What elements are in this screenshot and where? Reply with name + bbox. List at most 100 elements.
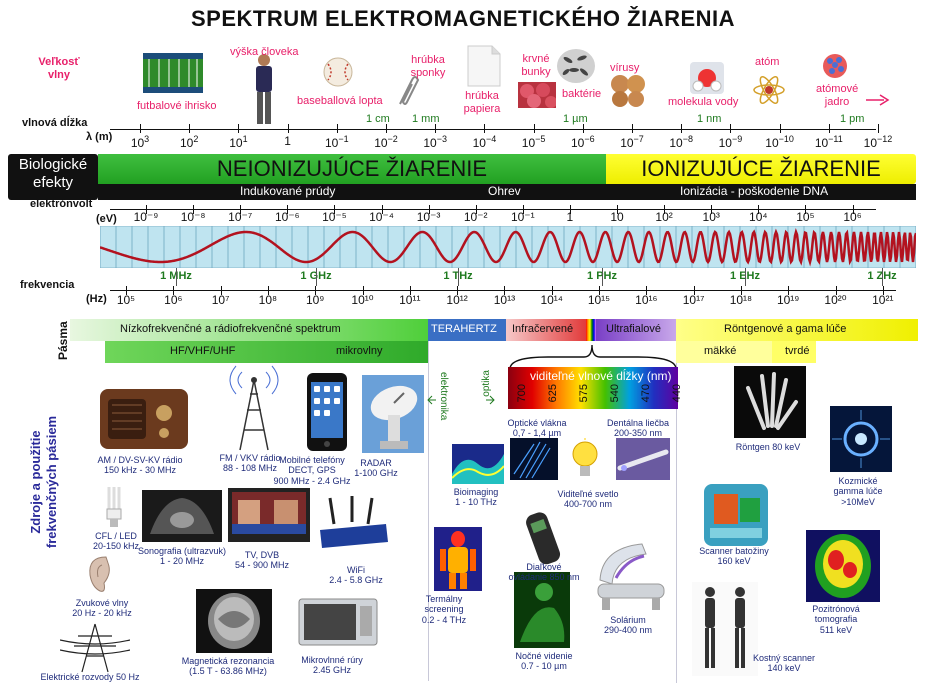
wavelength-tick	[878, 124, 879, 133]
power-pylon-icon	[60, 623, 130, 673]
xgamma-band	[676, 319, 918, 341]
visible-tick-label: 625	[547, 384, 559, 403]
wavelength-tick	[828, 124, 830, 133]
wavelength-tick-label: 10−10	[765, 134, 794, 150]
frequency-tick	[362, 286, 364, 295]
source-label-line: Magnetická rezonancia	[181, 656, 275, 666]
xray-hand-icon	[734, 366, 806, 438]
source-label-line: screening	[424, 604, 464, 615]
frequency-mark-line	[745, 268, 746, 286]
size-label-atom: atóm	[755, 56, 780, 68]
source-label-line: DECT, GPS	[288, 465, 336, 476]
wavelength-tick-label: 101	[229, 134, 248, 150]
hard-label: tvrdé	[785, 345, 810, 357]
source-label-line: Termálny	[425, 594, 463, 604]
frequency-tick-label: 10¹⁸	[729, 293, 753, 307]
source-label-line: >10MeV	[841, 496, 875, 507]
wavelength-tick-label: 10−12	[863, 134, 893, 150]
visible-strip	[586, 319, 596, 341]
mark-1mm: 1 mm	[412, 113, 440, 125]
wavelength-tick	[336, 124, 338, 133]
source-label-power: Elektrické rozvody 50 Hz	[31, 672, 149, 682]
ev-tick-label: 10⁶	[843, 210, 862, 224]
source-label-xray: Röntgen 80 keV	[709, 442, 827, 452]
source-label-line: Solárium	[610, 615, 646, 625]
frequency-tick-label: 10¹⁵	[587, 293, 611, 307]
frequency-mark-line	[602, 268, 603, 286]
wavelength-tick-label: 10−11	[814, 134, 843, 150]
visible-tick-label: 440	[671, 384, 683, 403]
cosmic-gamma-icon	[830, 406, 892, 472]
bio-effects-label: Biologické efekty	[8, 156, 98, 192]
electronics-label: elektronika	[438, 372, 449, 421]
frequency-mark-line	[458, 268, 459, 286]
source-label-line: 1-100 GHz	[354, 468, 398, 479]
person-icon	[256, 54, 272, 124]
cfl-bulb-icon	[106, 487, 122, 527]
ev-tick-label: 10²	[655, 210, 673, 224]
frequency-tick	[409, 286, 411, 295]
visible-brace	[509, 344, 677, 370]
wavelength-tick	[681, 124, 683, 133]
ev-tick-label: 10⁻⁸	[180, 210, 206, 224]
source-label-line: tomografia	[814, 614, 858, 625]
source-label-line: 88 - 108 MHz	[222, 463, 278, 474]
source-label-line: Kozmické	[838, 476, 878, 486]
atom-icon	[753, 76, 785, 104]
wavelength-tick-label: 10−7	[620, 134, 644, 150]
hard-xray-band	[772, 341, 816, 363]
ev-tick	[193, 205, 195, 214]
ev-tick	[569, 205, 571, 214]
frequency-tick	[173, 286, 175, 295]
ev-tick	[805, 205, 807, 214]
ev-tick-label: 10⁻³	[416, 210, 441, 224]
frequency-tick	[882, 286, 884, 295]
optical-fiber-icon	[510, 438, 558, 480]
ionizing-label: IONIZUJÚCE ŽIARENIE	[641, 156, 881, 181]
frequency-tick-label: 10¹⁴	[540, 293, 563, 307]
ev-tick	[428, 205, 430, 214]
visible-title: viditeľné vlnové dĺžky (nm)	[530, 369, 672, 383]
ev-tick-label: 10⁻⁶	[274, 210, 300, 224]
visible-spectrum-bar	[508, 367, 678, 409]
bone-scanner-icon	[692, 582, 758, 676]
source-label-line: 2.45 GHz	[312, 665, 352, 676]
remote-control-icon	[526, 512, 561, 565]
wavelength-axis-line	[110, 129, 876, 130]
wave-curve	[100, 228, 916, 267]
frequency-tick-label: 10⁷	[211, 293, 230, 307]
ionization-label: Ionizácia - poškodenie DNA	[680, 184, 829, 198]
source-label-line: 200-350 nm	[613, 428, 663, 439]
frequency-tick-label: 10²¹	[872, 293, 894, 307]
wifi-router-icon	[320, 496, 388, 548]
frequency-tick	[220, 286, 222, 295]
frequency-tick	[126, 286, 127, 295]
frequency-tick	[457, 286, 459, 295]
wavelength-tick	[287, 124, 289, 133]
sources-label-line1: Zdroje a použitie	[28, 430, 43, 534]
source-label-line: 20-150 kHz	[92, 541, 140, 552]
ev-tick	[146, 205, 147, 214]
source-label-line: Dentálna liečba	[606, 418, 670, 428]
frequency-tick	[551, 286, 553, 295]
wave-size-label: Veľkosť vlny	[38, 56, 80, 81]
ear-icon	[89, 556, 110, 592]
source-label-line: 1 - 20 MHz	[159, 556, 204, 567]
mark-1cm: 1 cm	[366, 113, 390, 125]
wavelength-tick-label: 10−3	[423, 134, 447, 150]
optics-label: optika	[481, 370, 492, 397]
source-label-line: Scanner batožiny	[699, 546, 769, 556]
source-label-line: 150 kHz - 30 MHz	[103, 465, 177, 476]
radio-band-label: Nízkofrekvenčné a rádiofrekvenčné spektr…	[120, 323, 341, 335]
frequency-tick	[504, 286, 506, 295]
ionizing-bar	[606, 154, 916, 184]
wavelength-tick-label: 10−6	[570, 134, 595, 150]
frequency-tick	[788, 286, 790, 295]
ev-tick-label: 10⁻¹	[510, 210, 535, 224]
